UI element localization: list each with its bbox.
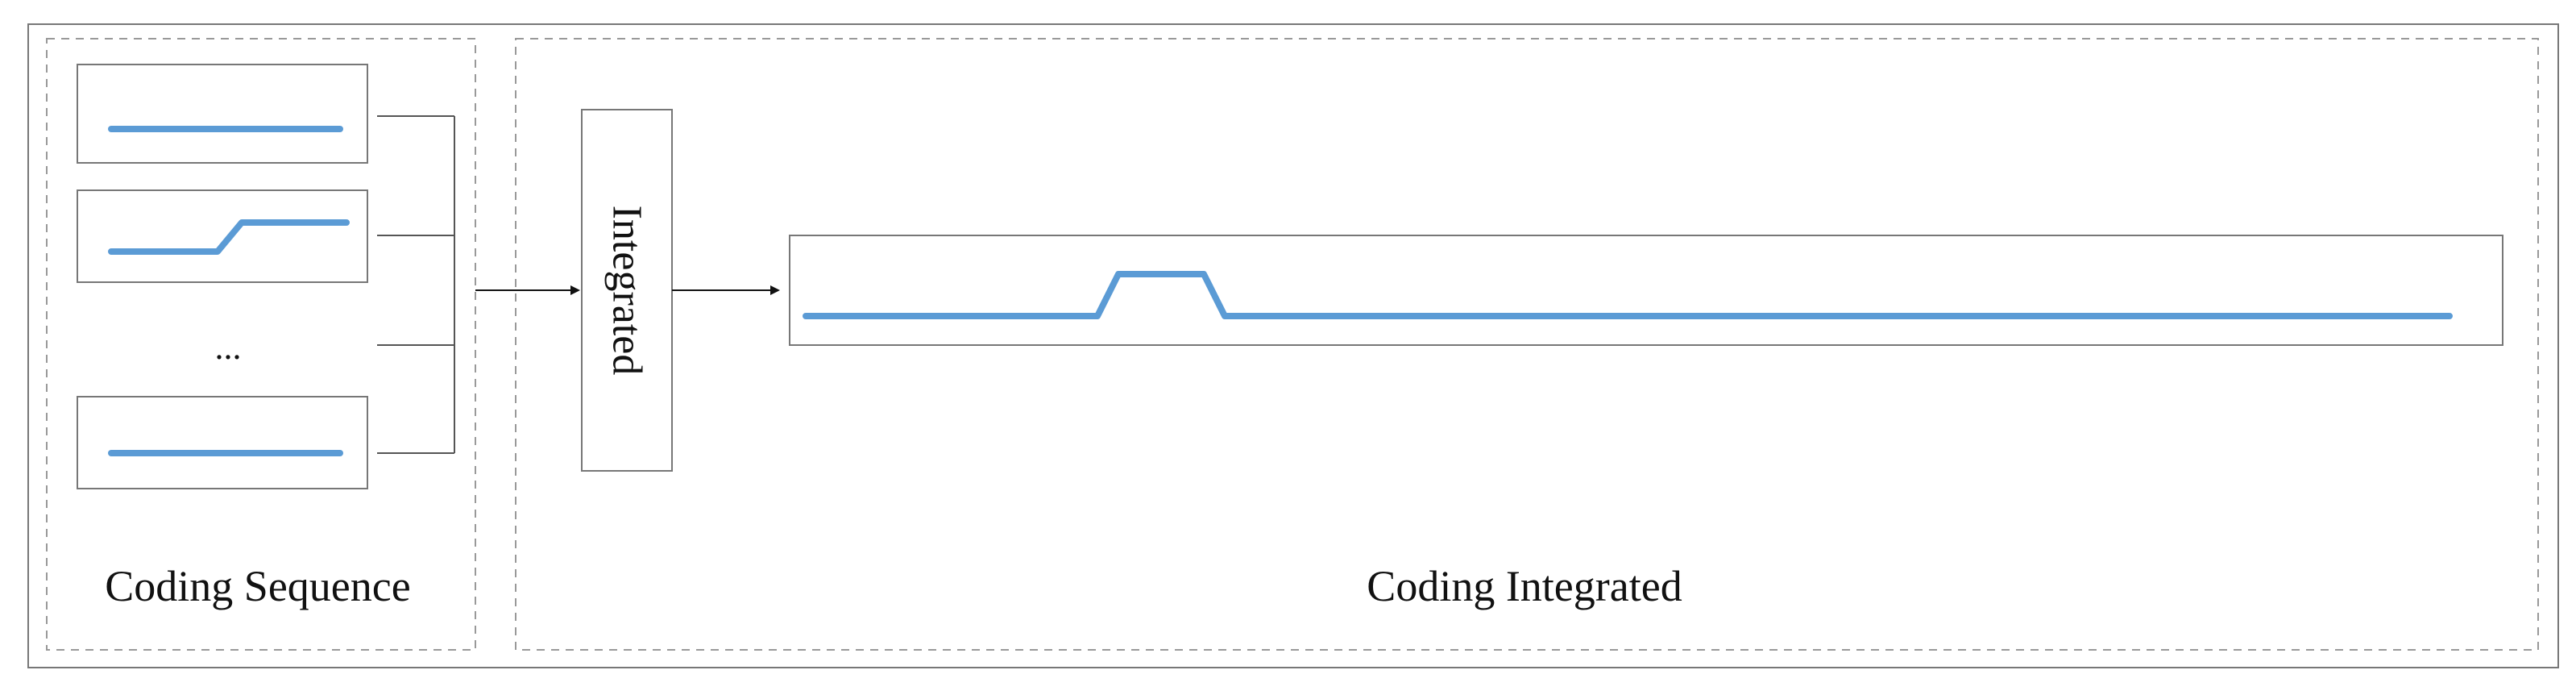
sequence-box-1 — [77, 64, 368, 164]
outer-frame — [27, 23, 2559, 668]
signal-line — [108, 219, 350, 255]
sequence-box-2 — [77, 189, 368, 283]
integrated-signal-line — [803, 271, 2453, 319]
coding-integrated-panel — [515, 38, 2539, 651]
integrated-signal-box — [789, 235, 2503, 346]
sequence-ellipsis: ... — [215, 327, 242, 367]
integrated-block: Integrated — [581, 109, 673, 472]
sequence-connectors — [377, 115, 455, 454]
coding-sequence-label: Coding Sequence — [105, 562, 410, 610]
coding-sequence-panel — [46, 38, 476, 651]
sequence-box-3 — [77, 396, 368, 489]
coding-integrated-label: Coding Integrated — [1367, 562, 1682, 610]
integrated-label: Integrated — [604, 206, 650, 376]
